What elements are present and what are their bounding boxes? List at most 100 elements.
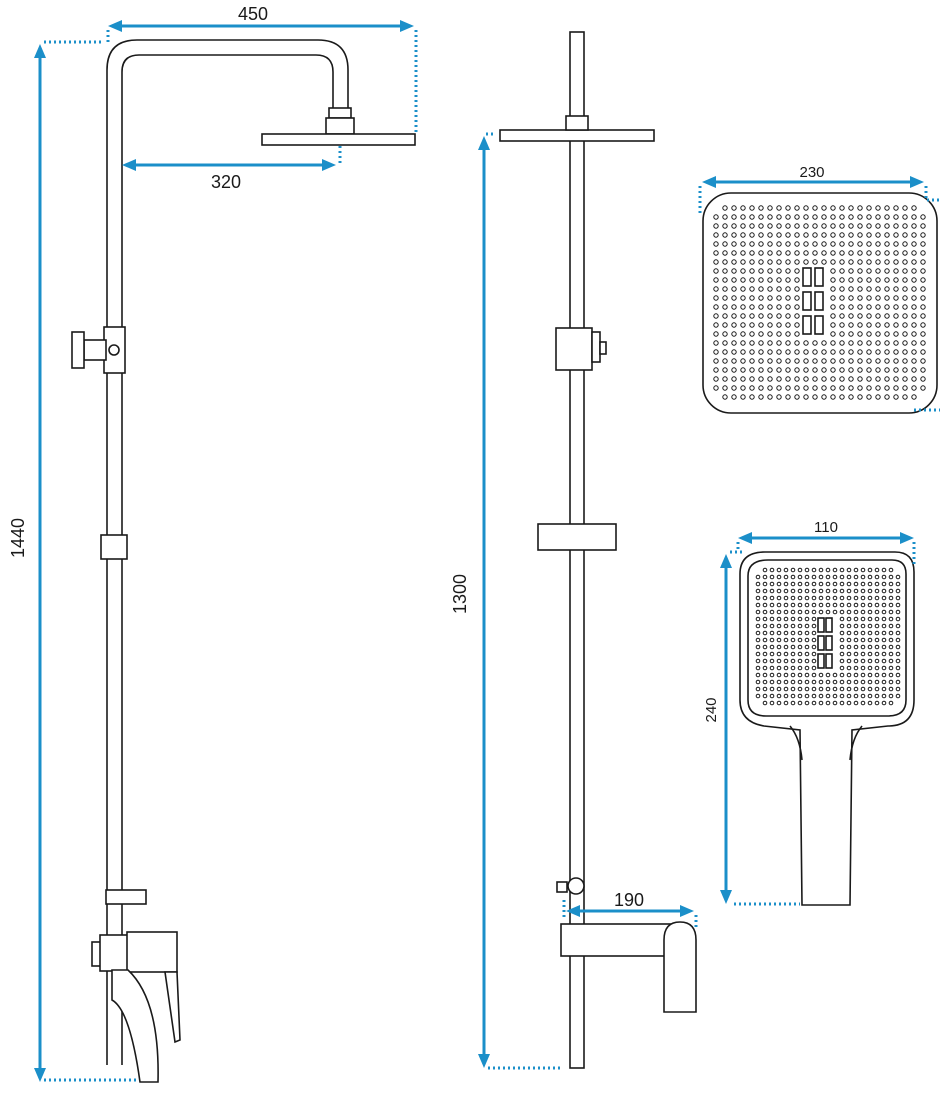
nozzle-dot	[893, 295, 899, 301]
nozzle-dot	[839, 665, 845, 671]
nozzle-dot	[722, 232, 728, 238]
nozzle-dot	[866, 367, 872, 373]
nozzle-dot	[911, 349, 917, 355]
nozzle-dot	[749, 304, 755, 310]
nozzle-dot	[857, 241, 863, 247]
nozzle-dot	[884, 205, 890, 211]
nozzle-dot	[839, 623, 845, 629]
side-head-joint	[565, 115, 589, 131]
nozzle-dot	[839, 232, 845, 238]
nozzle-dot	[776, 313, 782, 319]
nozzle-dot	[888, 686, 894, 692]
nozzle-dot	[812, 340, 818, 346]
nozzle-dot	[860, 651, 866, 657]
nozzle-dot	[785, 331, 791, 337]
nozzle-dot	[848, 277, 854, 283]
nozzle-dot	[867, 693, 873, 699]
nozzle-dot	[875, 232, 881, 238]
nozzle-dot	[857, 223, 863, 229]
nozzle-dot	[755, 602, 761, 608]
nozzle-dot	[846, 581, 852, 587]
nozzle-dot	[818, 581, 824, 587]
nozzle-dot	[848, 322, 854, 328]
nozzle-dot	[860, 693, 866, 699]
nozzle-dot	[867, 651, 873, 657]
nozzle-dot	[866, 331, 872, 337]
nozzle-dot	[893, 349, 899, 355]
nozzle-dot	[811, 567, 817, 573]
nozzle-dot	[740, 259, 746, 265]
nozzle-dot	[846, 616, 852, 622]
nozzle-dot	[797, 602, 803, 608]
nozzle-dot	[821, 241, 827, 247]
nozzle-dot	[804, 665, 810, 671]
nozzle-dot	[902, 241, 908, 247]
nozzle-dot	[767, 286, 773, 292]
nozzle-dot	[866, 394, 872, 400]
nozzle-dot	[911, 232, 917, 238]
nozzle-dot	[794, 340, 800, 346]
nozzle-dot	[776, 574, 782, 580]
nozzle-dot	[794, 295, 800, 301]
nozzle-dot	[776, 250, 782, 256]
nozzle-dot	[848, 268, 854, 274]
nozzle-dot	[853, 623, 859, 629]
nozzle-dot	[895, 602, 901, 608]
nozzle-dot	[848, 259, 854, 265]
nozzle-dot	[830, 358, 836, 364]
nozzle-dot	[797, 581, 803, 587]
nozzle-dot	[776, 686, 782, 692]
nozzle-dot	[888, 700, 894, 706]
nozzle-dot	[811, 665, 817, 671]
nozzle-dot	[812, 376, 818, 382]
nozzle-dot	[867, 595, 873, 601]
nozzle-dot	[769, 574, 775, 580]
nozzle-dot	[839, 367, 845, 373]
nozzle-dot	[867, 658, 873, 664]
nozzle-dot	[812, 394, 818, 400]
nozzle-dot	[767, 232, 773, 238]
nozzle-dot	[794, 250, 800, 256]
nozzle-dot	[857, 295, 863, 301]
nozzle-dot	[830, 322, 836, 328]
nozzle-dot	[731, 304, 737, 310]
nozzle-dot	[818, 574, 824, 580]
nozzle-dot	[713, 331, 719, 337]
nozzle-dot	[884, 340, 890, 346]
dim-total-height-label: 1440	[8, 518, 28, 558]
side-diverter-housing	[555, 327, 593, 371]
nozzle-dot	[853, 616, 859, 622]
nozzle-dot	[722, 331, 728, 337]
nozzle-dot	[783, 595, 789, 601]
nozzle-dot	[830, 349, 836, 355]
nozzle-dot	[888, 679, 894, 685]
nozzle-dot	[790, 679, 796, 685]
nozzle-dot	[846, 567, 852, 573]
nozzle-dot	[803, 358, 809, 364]
nozzle-dot	[794, 358, 800, 364]
nozzle-dot	[846, 595, 852, 601]
nozzle-dot	[830, 232, 836, 238]
nozzle-dot	[758, 286, 764, 292]
nozzle-dot	[797, 700, 803, 706]
nozzle-dot	[776, 358, 782, 364]
nozzle-dot	[769, 595, 775, 601]
nozzle-dot	[888, 602, 894, 608]
nozzle-dot	[818, 679, 824, 685]
nozzle-dot	[860, 623, 866, 629]
nozzle-dot	[846, 644, 852, 650]
nozzle-dot	[839, 268, 845, 274]
nozzle-dot	[713, 313, 719, 319]
nozzle-dot	[722, 259, 728, 265]
nozzle-dot	[749, 250, 755, 256]
nozzle-dot	[848, 385, 854, 391]
nozzle-dot	[895, 644, 901, 650]
nozzle-dot	[790, 672, 796, 678]
nozzle-dot	[758, 313, 764, 319]
nozzle-dot	[893, 241, 899, 247]
nozzle-dot	[803, 394, 809, 400]
nozzle-dot	[797, 630, 803, 636]
nozzle-dot	[857, 313, 863, 319]
nozzle-dot	[785, 205, 791, 211]
nozzle-dot	[825, 588, 831, 594]
